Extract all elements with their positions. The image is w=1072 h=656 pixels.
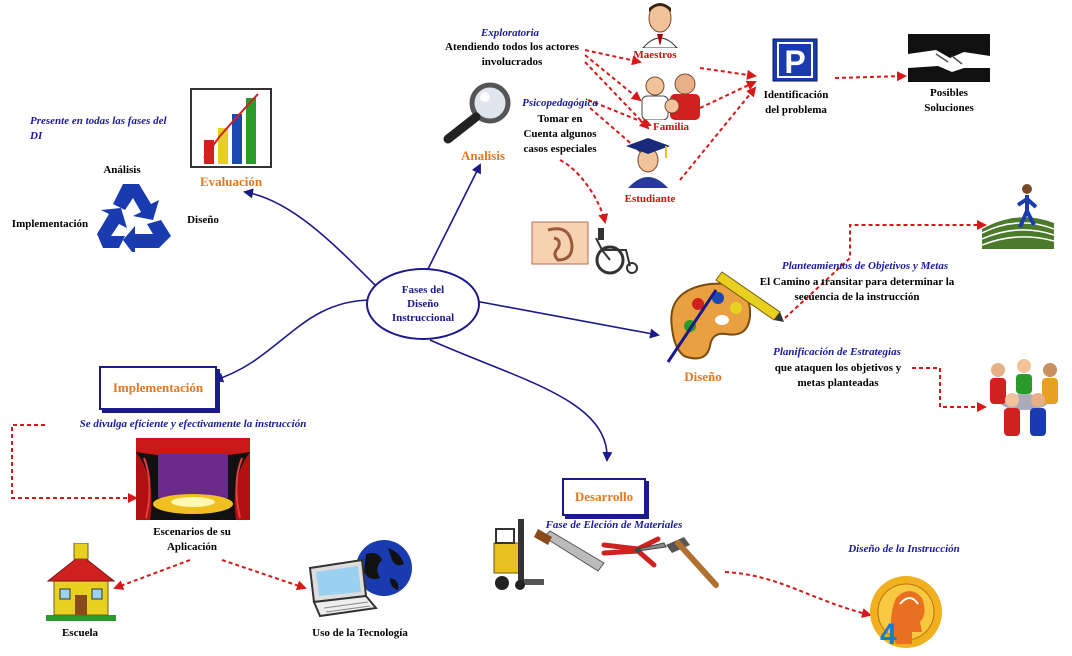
objectives-text: El Camino a transitar para determinar la… [759,276,955,303]
arrow-to-development [429,339,613,462]
recycle-icon [97,184,171,252]
parking-sign-icon: P [772,38,818,82]
school-house-icon [46,543,116,621]
evaluation-title: Evaluación [199,174,263,189]
arrow-to-implementation [213,299,373,383]
strategies-title: Planificación de Estrategias [773,346,901,358]
evaluation-present: Presente en todas las fases del DI [30,115,167,142]
problem-label: Identificación del problema [763,89,829,116]
arrow-to-evaluation [243,188,376,286]
scenarios-label: Escenarios de su Aplicación [153,526,231,553]
development-title: Desarrollo [574,489,634,504]
exploratory-title: Exploratoria [480,27,540,39]
school-label: Escuela [61,627,99,639]
actor-teacher: Maestros [633,49,677,61]
magnifier-icon [443,82,511,144]
graduate-icon [626,138,670,188]
theater-stage-icon [136,438,250,520]
svg-text:4: 4 [880,618,897,650]
design-title: Diseño [684,369,722,384]
materials-title: Fase de Eleción de Materiales [545,519,683,531]
laptop-globe-icon [308,540,412,618]
cycle-implementation: Implementación [11,218,89,230]
family-icon [641,73,700,120]
development-box[interactable]: Desarrollo [562,478,646,516]
cycle-design: Diseño [187,214,219,226]
team-meeting-icon [990,359,1058,436]
strategies-text: que ataquen los objetivos y metas plante… [774,362,902,389]
psycho-title: Psicopedagógica [522,97,598,109]
implementation-desc: Se divulga eficiente y efectivamente la … [79,418,307,430]
actor-family: Familia [652,121,690,133]
arrow-to-design [469,299,660,339]
tools-icon [493,519,719,590]
svg-text:P: P [784,44,805,80]
arrow-to-analysis [424,163,481,276]
instruction-design-label: Diseño de la Instrucción [848,543,960,555]
exploratory-text: Atendiendo todos los actores involucrado… [445,41,579,68]
palette-icon [666,271,784,363]
runner-track-icon [982,184,1054,249]
technology-label: Uso de la Tecnología [312,627,408,639]
teacher-icon [642,3,678,48]
objectives-title: Planteamientos de Objetivos y Metas [781,260,949,272]
ear-wheelchair-icon [531,221,638,275]
psycho-text: Tomar en Cuenta algunos casos especiales [523,113,597,155]
implementation-box[interactable]: Implementación [99,366,217,410]
center-node[interactable]: Fases del Diseño Instruccional [366,268,480,340]
cycle-analysis: Análisis [103,164,141,176]
head-number-icon: 4 [870,576,942,650]
actor-student: Estudiante [624,193,676,205]
implementation-title: Implementación [112,380,204,395]
center-node-label: Fases del Diseño Instruccional [391,284,455,324]
solutions-label: Posibles Soluciones [924,87,974,114]
analysis-title: Analisis [460,148,506,163]
bar-chart-icon [190,88,272,168]
handshake-icon [908,34,990,82]
